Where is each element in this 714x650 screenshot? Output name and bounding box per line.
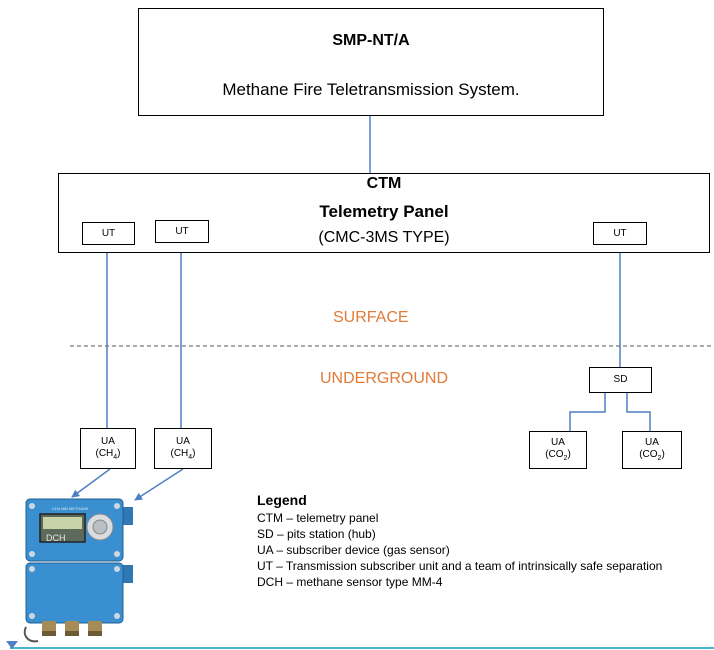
legend: Legend CTM – telemetry panel SD – pits s…: [257, 490, 662, 590]
legend-item-ctm: CTM – telemetry panel: [257, 511, 379, 525]
sd-ua4-link: [626, 393, 651, 431]
smp-system-box: SMP-NT/A Methane Fire Teletransmission S…: [138, 8, 604, 116]
ua-node-co2-2: UA (CO2): [622, 431, 682, 469]
ut-label: UT: [101, 228, 116, 239]
ua-node-co2-1: UA (CO2): [529, 431, 587, 469]
sd-label: SD: [613, 374, 628, 385]
ua-label: UA: [551, 437, 565, 448]
ua-label: UA: [101, 436, 115, 447]
ctm-subtitle: Telemetry Panel: [319, 202, 449, 221]
legend-title: Legend: [257, 492, 307, 508]
ua-node-ch4-1: UA (CH4): [80, 428, 136, 469]
sd-ua3-link: [569, 393, 606, 431]
ctm-type: (CMC-3MS TYPE): [318, 229, 450, 246]
ua-node-ch4-2: UA (CH4): [154, 428, 212, 469]
ut-label: UT: [613, 228, 627, 239]
ua2-device-arrow: [134, 468, 184, 501]
bottom-corner-mark: [6, 641, 18, 649]
legend-item-ut: UT – Transmission subscriber unit and a …: [257, 559, 663, 573]
ua-label: UA: [176, 436, 190, 447]
ua-label: UA: [645, 437, 659, 448]
smp-subtitle: Methane Fire Teletransmission System.: [222, 80, 520, 99]
ut-label: UT: [175, 226, 189, 237]
legend-item-sd: SD – pits station (hub): [257, 527, 376, 541]
device-top-text: CH4 MM METHANE: [52, 506, 89, 511]
sd-hub: SD: [589, 367, 652, 393]
ut-unit-3: UT: [593, 222, 647, 245]
ua-gas: (CH4): [95, 448, 121, 461]
ut-unit-2: UT: [155, 220, 209, 243]
underground-label: UNDERGROUND: [320, 370, 448, 387]
ctm-title: CTM: [366, 175, 402, 192]
legend-item-dch: DCH – methane sensor type MM-4: [257, 575, 443, 589]
ua1-device-arrow: [71, 468, 111, 498]
dch-sensor-device-illustration: CH4 MM METHANE DCH: [23, 498, 133, 643]
device-screen-text: DCH: [46, 533, 66, 543]
surface-label: SURFACE: [333, 309, 409, 326]
ut-unit-1: UT: [82, 222, 135, 245]
ua-gas: (CO2): [545, 449, 571, 462]
legend-item-ua: UA – subscriber device (gas sensor): [257, 543, 450, 557]
smp-title: SMP-NT/A: [332, 32, 410, 49]
ua-gas: (CO2): [639, 449, 665, 462]
ua-gas: (CH4): [170, 448, 196, 461]
